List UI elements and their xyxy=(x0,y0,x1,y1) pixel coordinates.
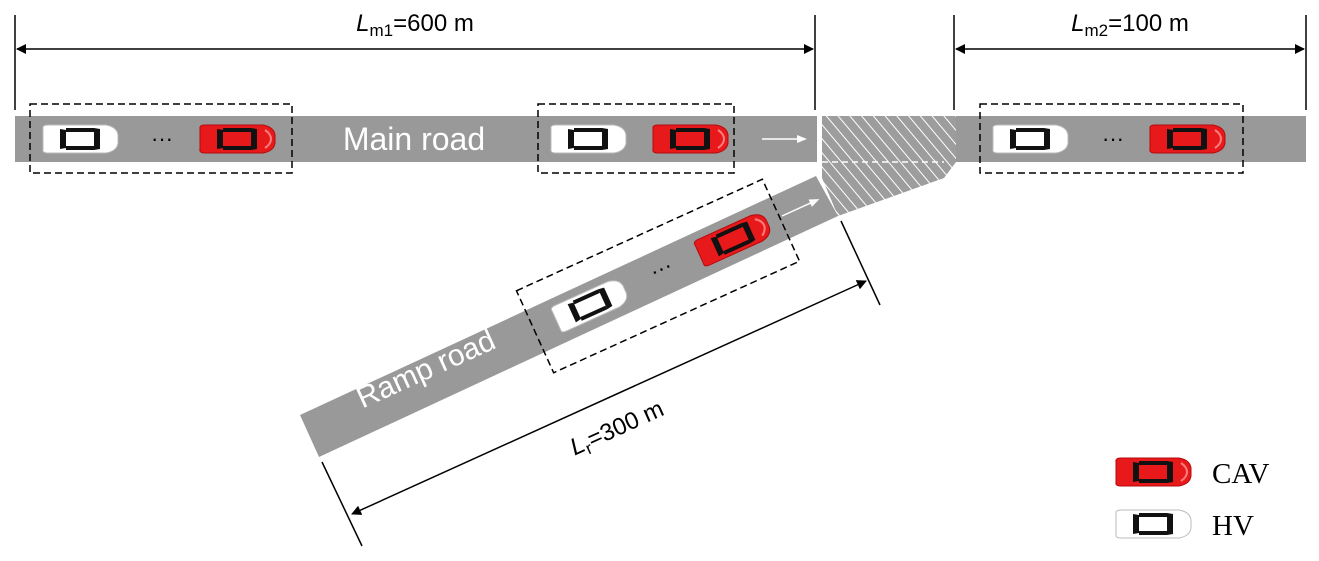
legend-hv-icon xyxy=(1115,509,1192,539)
ellipsis: ··· xyxy=(1102,126,1124,151)
hv-car xyxy=(992,124,1069,154)
main-flow-arrow xyxy=(762,135,807,143)
legend-hv-label: HV xyxy=(1212,510,1254,542)
legend-cav-label: CAV xyxy=(1212,458,1270,490)
cav-car xyxy=(651,124,729,154)
vehicle-group-box-1 xyxy=(29,103,293,174)
hv-car xyxy=(550,124,627,154)
cav-car xyxy=(1148,124,1226,154)
cav-car xyxy=(198,124,276,154)
merge-zone xyxy=(822,116,956,216)
legend-cav-icon xyxy=(1114,457,1192,487)
dimension-label-lr: Lr=300 m xyxy=(566,395,669,464)
vehicle-group-box-2 xyxy=(537,103,735,174)
dimension-main-downstream: Lm2=100 m xyxy=(953,10,1307,110)
dimension-label-lm1: Lm1=600 m xyxy=(356,10,474,40)
hv-car xyxy=(42,124,119,154)
legend: CAV HV xyxy=(1114,457,1270,542)
ellipsis: ··· xyxy=(151,126,173,151)
ramp-flow-arrow xyxy=(781,199,820,217)
dimension-main-upstream: Lm1=600 m xyxy=(14,10,816,110)
vehicle-group-box-3 xyxy=(979,103,1244,174)
dimension-label-lm2: Lm2=100 m xyxy=(1071,10,1189,40)
main-road-label: Main road xyxy=(343,121,485,157)
